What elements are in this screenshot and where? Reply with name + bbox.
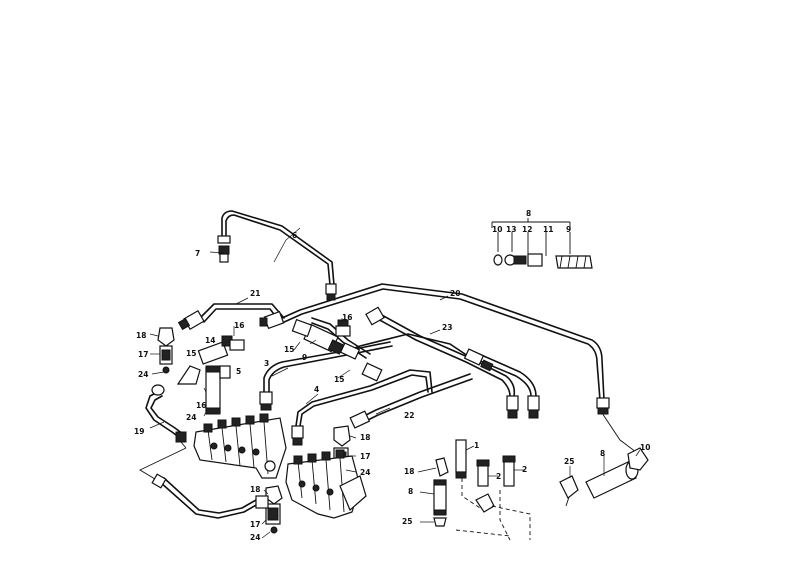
fitting-part-10-right	[627, 447, 649, 471]
callout-18-left-top: 18	[136, 331, 146, 340]
callout-17-right-top: 17	[360, 452, 370, 461]
callout-16-left-top: 16	[234, 321, 244, 330]
callout-16-center: 16	[342, 313, 352, 322]
fitting-15-center-low	[361, 362, 383, 382]
left-stack-top	[157, 327, 175, 374]
callout-15-center-low: 15	[334, 375, 344, 384]
fitting-part-2	[455, 455, 531, 541]
valve-bank-right	[285, 449, 367, 519]
callout-8-top: 8	[526, 209, 531, 218]
pipe-left-lower	[159, 477, 259, 519]
callout-10-right: 10	[640, 443, 650, 452]
pipe-22	[359, 373, 473, 424]
leader-lines	[149, 227, 641, 539]
callout-15-left: 15	[186, 349, 196, 358]
callout-24-right-top: 24	[360, 468, 370, 477]
link-line	[599, 409, 637, 453]
callout-2-b: 2	[522, 465, 527, 474]
fitting-lower-left-end	[151, 473, 167, 489]
link-line	[139, 447, 187, 483]
callout-10-top: 10	[492, 225, 502, 234]
fitting-19-bottom	[175, 431, 187, 443]
pipe-4	[295, 369, 433, 427]
callout-15-center: 15	[284, 345, 294, 354]
callout-24-left-top: 24	[138, 370, 148, 379]
left-stack-bottom	[255, 485, 283, 534]
pipe-6	[221, 210, 335, 286]
valve-block-9	[291, 318, 361, 360]
callout-18-left-bottom: 18	[250, 485, 260, 494]
fitting-20-start	[259, 310, 285, 330]
fitting-20-end	[596, 397, 610, 415]
callout-24-left-bottom: 24	[250, 533, 260, 542]
callout-labels: 6 7 21 20 23 22 3 4 19 18 17 24 15 14 5 …	[134, 209, 650, 542]
callout-6: 6	[292, 231, 297, 240]
pipe-20	[281, 283, 605, 401]
callout-5: 5	[236, 367, 241, 376]
tee-junction	[463, 348, 494, 372]
pipe-part-1	[455, 439, 481, 509]
fitting-15-left	[176, 365, 201, 385]
fitting-16-top-center	[335, 319, 351, 337]
valve-14	[197, 335, 245, 365]
callout-3: 3	[264, 359, 269, 368]
fitting-22-start	[349, 410, 371, 429]
callout-21: 21	[250, 289, 260, 298]
callout-23: 23	[442, 323, 452, 332]
callout-11: 11	[543, 225, 553, 234]
fitting-3-end	[259, 391, 273, 411]
callout-12: 12	[522, 225, 532, 234]
elbow-21-left	[177, 309, 205, 331]
fitting-23-ends	[506, 395, 540, 419]
callout-2-a: 2	[496, 472, 501, 481]
callout-13: 13	[506, 225, 516, 234]
callout-20: 20	[450, 289, 460, 298]
fitting-23-start	[365, 306, 385, 326]
callout-14: 14	[205, 336, 215, 345]
pipe-23	[375, 313, 537, 397]
callout-9-top: 9	[566, 225, 571, 234]
callout-17-left-bottom: 17	[250, 520, 260, 529]
callout-8-right: 8	[600, 449, 605, 458]
callout-24-left-mid: 24	[186, 413, 196, 422]
callout-8-left: 8	[408, 487, 413, 496]
filter-16-left	[205, 365, 231, 415]
fitting-7	[217, 235, 231, 263]
callout-18-right: 18	[404, 467, 414, 476]
pipe-19	[145, 391, 184, 439]
callout-22: 22	[404, 411, 414, 420]
fitting-4-end	[291, 425, 304, 446]
filter-part-8-right	[433, 457, 449, 527]
callout-17-left-top: 17	[138, 350, 148, 359]
callout-7: 7	[195, 249, 200, 258]
fitting-part-25-right	[559, 475, 579, 499]
callout-16-left: 16	[196, 401, 206, 410]
exploded-assembly-8	[491, 218, 593, 269]
callout-19: 19	[134, 427, 144, 436]
callout-1: 1	[474, 441, 479, 450]
callout-4: 4	[314, 385, 319, 394]
callout-9-center: 9	[302, 353, 307, 362]
fitting-pipe6-end	[325, 283, 337, 301]
callout-25-right: 25	[564, 457, 574, 466]
valve-bank-left	[193, 413, 287, 479]
callout-18-right-top: 18	[360, 433, 370, 442]
callout-25-left: 25	[402, 517, 412, 526]
fitting-19-top	[151, 384, 165, 396]
